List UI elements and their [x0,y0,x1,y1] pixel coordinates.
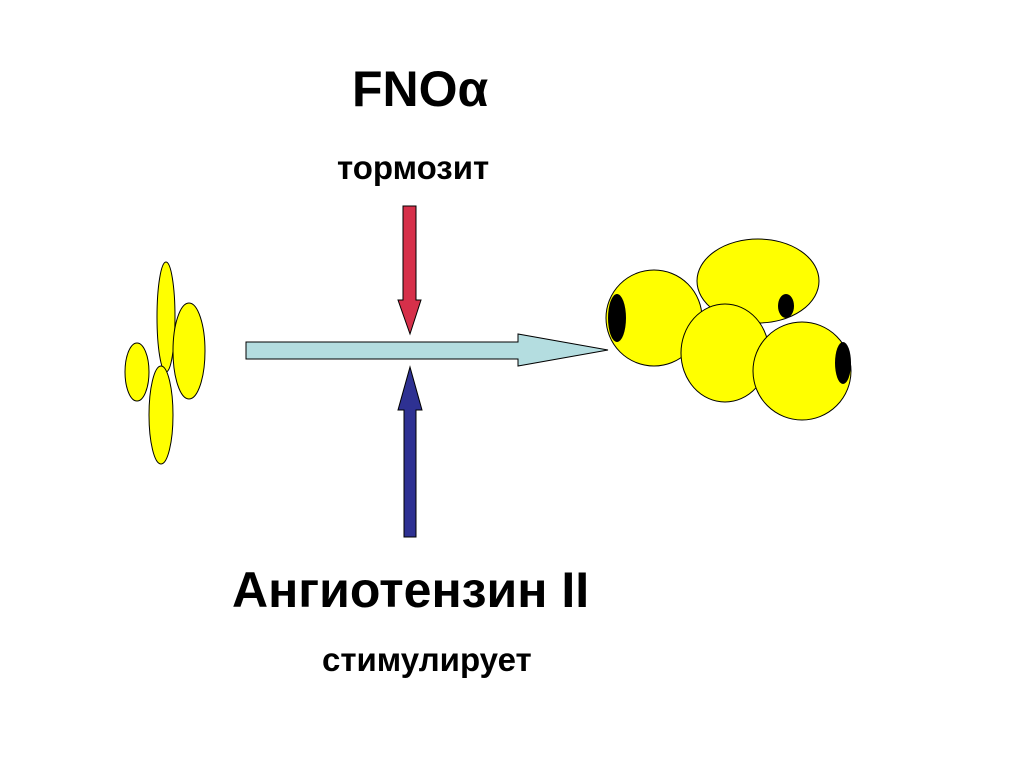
stimulator-action: стимулирует [322,641,532,678]
inhibitor-action: тормозит [337,149,490,186]
stimulator-name: Ангиотензин II [232,562,590,618]
small-cell [172,302,206,400]
inhibit-arrow [397,205,422,336]
cell-nucleus [608,294,626,342]
stimulate-arrow [397,365,423,538]
small-cells-cluster-icon [124,261,206,465]
large-cells-cluster-icon [605,238,852,421]
cell-nucleus [778,294,794,318]
large-cell [752,321,852,421]
inhibitor-name: FNOα [352,61,489,117]
small-cell [148,365,174,465]
main-arrow [245,333,609,367]
small-cell [124,342,150,402]
small-cell [156,261,176,373]
cell-nucleus [835,342,851,384]
